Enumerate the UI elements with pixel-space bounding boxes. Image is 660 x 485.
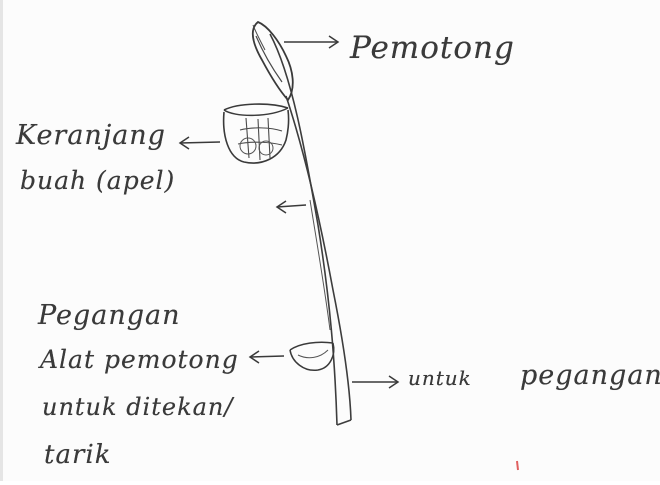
red-mark [517, 461, 518, 470]
pole-right-edge [286, 96, 351, 420]
label-basket-line1: Keranjang [16, 120, 166, 151]
basket-body [224, 110, 289, 163]
cutter-blade [253, 22, 293, 100]
lever-top [290, 342, 333, 350]
label-handle-line2: pegangan [520, 360, 660, 391]
label-lever-line1: Pegangan [38, 300, 180, 331]
arrow-lever [250, 351, 284, 363]
basket-rim-top [224, 104, 288, 110]
scan-edge [0, 0, 3, 481]
arrow-handle [352, 376, 398, 388]
label-lever-line4: tarik [44, 440, 111, 470]
arrow-pole [277, 201, 306, 213]
label-lever-line3: untuk ditekan/ [42, 393, 233, 421]
apple-icon [259, 141, 273, 155]
label-lever-line2: Alat pemotong [40, 345, 239, 374]
label-cutter: Pemotong [350, 30, 515, 66]
arrow-basket [180, 137, 220, 149]
pole-shading [310, 200, 330, 330]
label-handle-line1: untuk [408, 366, 472, 390]
lever-grip-line [298, 350, 328, 358]
basket-rim-bottom [224, 108, 288, 115]
pole-bottom-end [337, 420, 351, 425]
label-basket-line2: buah (apel) [20, 166, 175, 195]
arrow-cutter [284, 36, 338, 48]
